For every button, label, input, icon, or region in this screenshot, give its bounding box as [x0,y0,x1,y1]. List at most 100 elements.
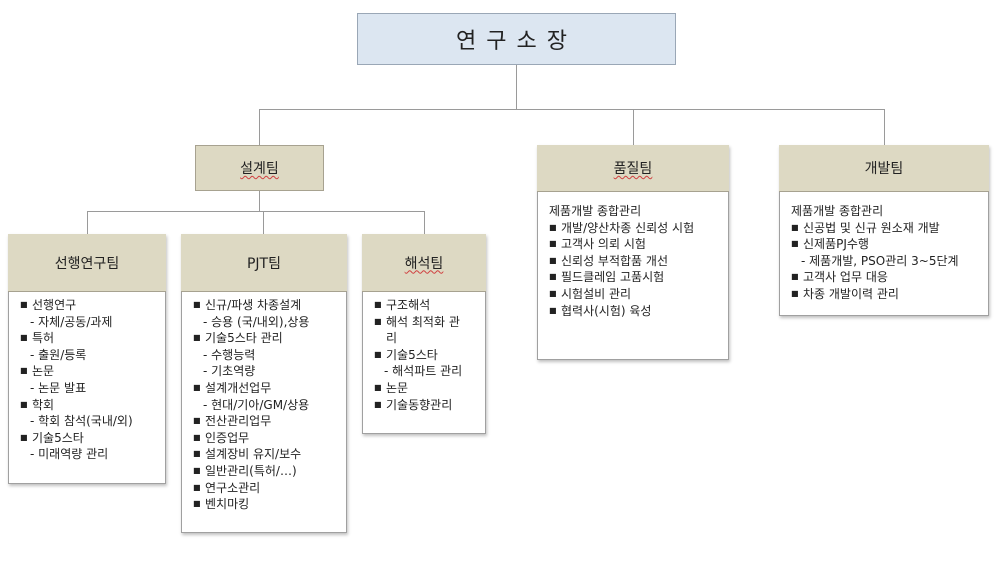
bullet-icon: ■ [20,399,28,409]
list-item: - 승용 (국/내외),상용 [193,314,309,331]
bullet-icon: ■ [193,382,201,392]
list-item-text: 기술동향관리 [386,397,453,412]
bullet-icon: ■ [791,239,799,249]
advanced-research-team-list: ■선행연구- 자체/공동/과제■특허- 출원/등록■논문- 논문 발표■학회- … [20,297,133,463]
list-item: - 기초역량 [193,363,309,380]
list-item: - 해석파트 관리 [374,363,462,380]
list-item: ■ 협력사(시험) 육성 [549,303,694,320]
analysis-connector-vertical [424,211,425,235]
bullet-icon: ■ [549,305,557,315]
list-item: ■차종 개발이력 관리 [791,286,959,303]
list-item: ■ 개발/양산차종 신뢰성 시험 [549,220,694,237]
quality-team-node: 품질팀 제품개발 종합관리■개발/양산차종 신뢰성 시험■고객사 의뢰 시험■신… [537,145,729,360]
list-item-text: 학회 [32,397,55,412]
list-item: ■일반관리(특허/…) [193,463,309,480]
list-item-text: 설계장비 유지/보수 [205,447,302,462]
list-item-text: 벤치마킹 [205,497,250,512]
bullet-icon: ■ [374,382,382,392]
bullet-icon: ■ [193,482,201,492]
list-item: ■기술5스타 관리 [193,330,309,347]
list-item: ■ 인증업무 [193,430,309,447]
list-item: - 미래역량 관리 [20,446,133,463]
list-item: - 논문 발표 [20,380,133,397]
list-item-text: 전산관리업무 [205,414,272,429]
list-item: ■ 기술5스타 [20,430,133,447]
analysis-team-title: 해석팀 [404,255,444,272]
list-item-text: 인증업무 [205,430,250,445]
list-item: ■ 선행연구 [20,297,133,314]
list-item: - 출원/등록 [20,347,133,364]
bullet-icon: ■ [193,416,201,426]
list-item-text: 고객사 의뢰 시험 [561,237,646,252]
list-item: - 학회 참석(국내/외) [20,413,133,430]
list-item-text: - 제품개발, PSO관리 3~5단계 [801,253,959,268]
list-item: 제품개발 종합관리 [791,203,959,220]
list-item: 리 [374,330,462,347]
list-item: ■ 연구소관리 [193,480,309,497]
design-team-node: 설계팀 [195,145,324,191]
list-item: ■ 고객사 의뢰 시험 [549,236,694,253]
pjt-team-list: ■신규/파생 차종설계- 승용 (국/내외),상용■기술5스타 관리- 수행능력… [193,297,309,513]
list-item-text: 기술5스타 [32,430,84,445]
list-item-text: 연구소관리 [205,480,261,495]
list-item: ■벤치마킹 [193,496,309,513]
root-connector-vertical [516,65,517,110]
list-item-text: - 자체/공동/과제 [30,314,113,329]
bullet-icon: ■ [193,432,201,442]
root-title: 연구소장 [456,29,577,54]
level1-connector-horizontal [259,109,884,110]
list-item: ■특허 [20,330,133,347]
advanced-research-team-header: 선행연구팀 [8,234,166,292]
bullet-icon: ■ [193,300,201,309]
list-item: ■해석 최적화 관 [374,314,462,331]
design-down-connector [259,191,260,211]
list-item-text: 제품개발 종합관리 [791,204,884,218]
development-team-title: 개발팀 [864,161,904,177]
design-team-title: 설계팀 [240,161,279,177]
advanced-research-team-title: 선행연구팀 [54,255,120,272]
list-item-text: 설계개선업무 [205,380,272,395]
bullet-icon: ■ [549,288,557,298]
bullet-icon: ■ [20,300,28,309]
list-item-text: 제품개발 종합관리 [549,204,642,218]
list-item-text: 개발/양산차종 신뢰성 시험 [561,220,695,235]
bullet-icon: ■ [549,239,557,249]
list-item-text: - 수행능력 [203,347,256,362]
advanced-connector-vertical [87,211,88,235]
bullet-icon: ■ [549,272,557,282]
list-item-text: - 기초역량 [203,364,256,379]
list-item: ■ 설계장비 유지/보수 [193,446,309,463]
design-connector-vertical [259,109,260,145]
list-item-text: 논문 [386,380,409,395]
pjt-team-node: PJT팀 ■신규/파생 차종설계- 승용 (국/내외),상용■기술5스타 관리-… [181,234,347,533]
list-item-text: 고객사 업무 대응 [803,270,888,285]
list-item-text: - 학회 참석(국내/외) [30,414,133,429]
bullet-icon: ■ [20,366,28,376]
list-item: ■ 고객사 업무 대응 [791,269,959,286]
list-item: ■ 신제품PJ수행 [791,236,959,253]
list-item-text: 선행연구 [32,298,77,312]
bullet-icon: ■ [20,432,28,442]
list-item-text: 신제품PJ수행 [803,237,869,252]
pjt-connector-vertical [263,211,264,235]
quality-team-header: 품질팀 [537,145,729,192]
bullet-icon: ■ [549,222,557,232]
list-item-text: 일반관리(특허/…) [205,463,297,478]
list-item-text: 특허 [32,331,55,346]
bullet-icon: ■ [791,288,799,298]
list-item: ■시험설비 관리 [549,286,694,303]
list-item: - 수행능력 [193,347,309,364]
quality-team-list: 제품개발 종합관리■개발/양산차종 신뢰성 시험■고객사 의뢰 시험■신뢰성 부… [549,203,694,319]
bullet-icon: ■ [193,449,201,459]
list-item: ■ 학회 [20,397,133,414]
list-item-text: 신공법 및 신규 원소재 개발 [803,220,940,235]
list-item-text: 협력사(시험) 육성 [561,303,652,318]
list-item-text: 필드클레임 고품시험 [561,270,665,285]
development-team-header: 개발팀 [779,145,989,192]
bullet-icon: ■ [791,272,799,282]
list-item: ■ 전산관리업무 [193,413,309,430]
analysis-team-header: 해석팀 [362,234,486,292]
advanced-research-team-node: 선행연구팀 ■선행연구- 자체/공동/과제■특허- 출원/등록■논문- 논문 발… [8,234,166,484]
bullet-icon: ■ [791,222,799,232]
